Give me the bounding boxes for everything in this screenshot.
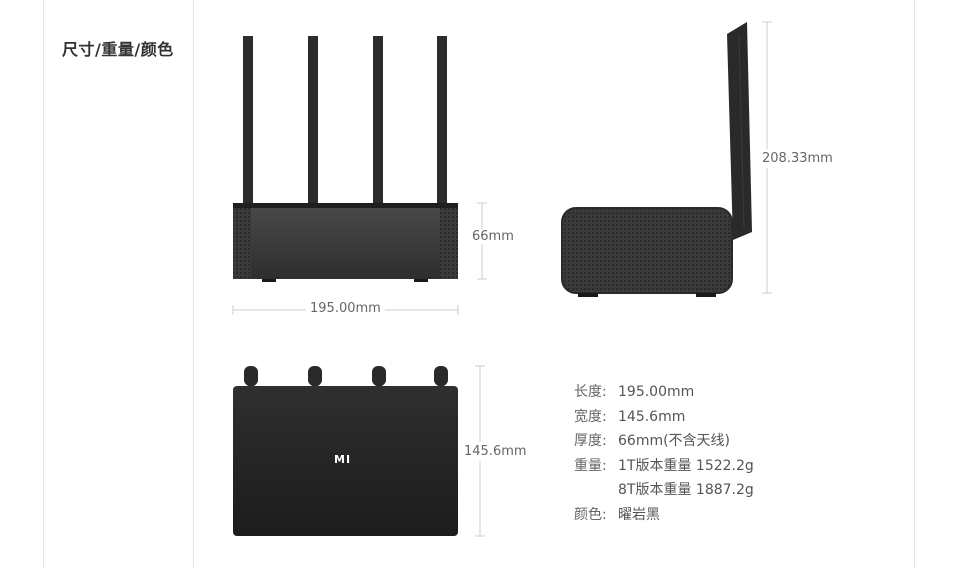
spec-length: 长度: 195.00mm bbox=[574, 380, 754, 405]
spec-color-value: 曜岩黑 bbox=[618, 506, 660, 523]
left-border-line bbox=[43, 0, 44, 568]
router-top-view bbox=[233, 366, 458, 536]
antenna-1 bbox=[243, 36, 253, 206]
side-height-label: 208.33mm bbox=[762, 149, 833, 168]
spec-width: 宽度: 145.6mm bbox=[574, 405, 754, 430]
spec-length-label: 长度: bbox=[574, 384, 607, 400]
spec-thickness-label: 厚度: bbox=[574, 433, 607, 449]
router-side-view bbox=[561, 22, 752, 297]
spec-weight-8t: 8T版本重量 1887.2g bbox=[618, 482, 754, 498]
front-width-label: 195.00mm bbox=[306, 301, 385, 316]
title-column-divider bbox=[193, 0, 194, 568]
mi-logo: MI bbox=[334, 453, 352, 466]
router-front-body bbox=[233, 203, 458, 279]
router-front-view bbox=[233, 36, 458, 282]
spec-list: 长度: 195.00mm 宽度: 145.6mm 厚度: 66mm(不含天线) … bbox=[574, 380, 754, 527]
router-top-body bbox=[233, 386, 458, 536]
spec-weight-1t: 1T版本重量 1522.2g bbox=[618, 457, 754, 474]
spec-thickness-value: 66mm(不含天线) bbox=[618, 433, 731, 449]
spec-width-label: 宽度: bbox=[574, 408, 607, 425]
right-border-line bbox=[914, 0, 915, 568]
antenna-4 bbox=[437, 36, 447, 206]
spec-thickness: 厚度: 66mm(不含天线) bbox=[574, 429, 754, 454]
spec-length-value: 195.00mm bbox=[618, 384, 695, 400]
antenna-2 bbox=[308, 36, 318, 206]
front-height-label: 66mm bbox=[470, 229, 516, 244]
top-depth-label: 145.6mm bbox=[464, 442, 527, 461]
spec-color-label: 颜色: bbox=[574, 506, 607, 523]
antenna-3 bbox=[373, 36, 383, 206]
side-antenna bbox=[727, 22, 752, 240]
section-title: 尺寸/重量/颜色 bbox=[62, 40, 174, 59]
router-side-body bbox=[562, 208, 732, 293]
spec-weight-label: 重量: bbox=[574, 457, 607, 474]
spec-weight-8t-row: 8T版本重量 1887.2g bbox=[574, 478, 754, 503]
spec-width-value: 145.6mm bbox=[618, 408, 686, 425]
spec-color: 颜色: 曜岩黑 bbox=[574, 503, 754, 528]
spec-weight: 重量: 1T版本重量 1522.2g bbox=[574, 454, 754, 479]
